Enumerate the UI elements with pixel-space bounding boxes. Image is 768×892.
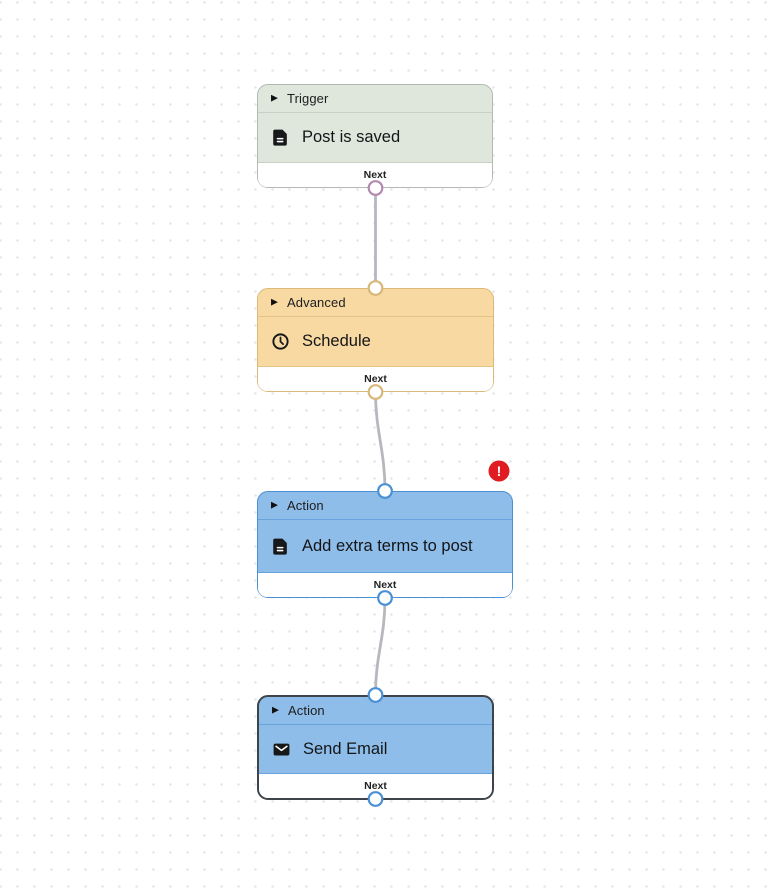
error-badge-circle[interactable] bbox=[488, 460, 510, 482]
next-label: Next bbox=[364, 373, 387, 385]
next-port-area: Next bbox=[259, 773, 492, 798]
node-category-label: Action bbox=[288, 703, 325, 718]
error-badge[interactable]: ! bbox=[488, 460, 510, 482]
next-port-area: Next bbox=[258, 366, 493, 391]
node-category-label: Action bbox=[287, 498, 324, 513]
collapse-icon[interactable]: ▶ bbox=[271, 296, 279, 307]
node-title: Schedule bbox=[302, 332, 371, 350]
error-badge-symbol: ! bbox=[497, 463, 502, 479]
node-header[interactable]: ▶ Trigger bbox=[258, 85, 492, 113]
next-port-area: Next bbox=[258, 572, 512, 597]
node-category-label: Trigger bbox=[287, 91, 329, 106]
collapse-icon[interactable]: ▶ bbox=[271, 92, 279, 103]
collapse-icon[interactable]: ▶ bbox=[271, 499, 279, 510]
node-header[interactable]: ▶ Advanced bbox=[258, 289, 493, 317]
node-title: Add extra terms to post bbox=[302, 536, 473, 555]
document-icon bbox=[271, 537, 290, 556]
edge-action1-to-action2[interactable] bbox=[374, 596, 387, 697]
clock-icon bbox=[271, 332, 290, 351]
node-body: Send Email bbox=[259, 725, 492, 773]
collapse-icon[interactable]: ▶ bbox=[272, 704, 280, 715]
next-label: Next bbox=[364, 780, 387, 792]
document-icon bbox=[271, 128, 290, 147]
node-body: Post is saved bbox=[258, 113, 492, 162]
node-action-add-terms[interactable]: ▶ Action Add extra terms to post Next bbox=[257, 491, 513, 598]
edge-advanced-to-action1[interactable] bbox=[374, 390, 387, 493]
next-port-area: Next bbox=[258, 162, 492, 187]
node-body: Add extra terms to post bbox=[258, 520, 512, 572]
node-title: Post is saved bbox=[302, 128, 401, 146]
node-header[interactable]: ▶ Action bbox=[259, 697, 492, 725]
node-title: Send Email bbox=[303, 739, 388, 758]
node-trigger[interactable]: ▶ Trigger Post is saved Next bbox=[257, 84, 493, 188]
mail-icon bbox=[272, 740, 291, 759]
node-category-label: Advanced bbox=[287, 295, 346, 310]
node-action-send-email[interactable]: ▶ Action Send Email Next bbox=[257, 695, 494, 800]
node-advanced[interactable]: ▶ Advanced Schedule Next bbox=[257, 288, 494, 392]
node-body: Schedule bbox=[258, 317, 493, 366]
next-label: Next bbox=[363, 169, 387, 181]
next-label: Next bbox=[373, 579, 397, 591]
node-header[interactable]: ▶ Action bbox=[258, 492, 512, 520]
